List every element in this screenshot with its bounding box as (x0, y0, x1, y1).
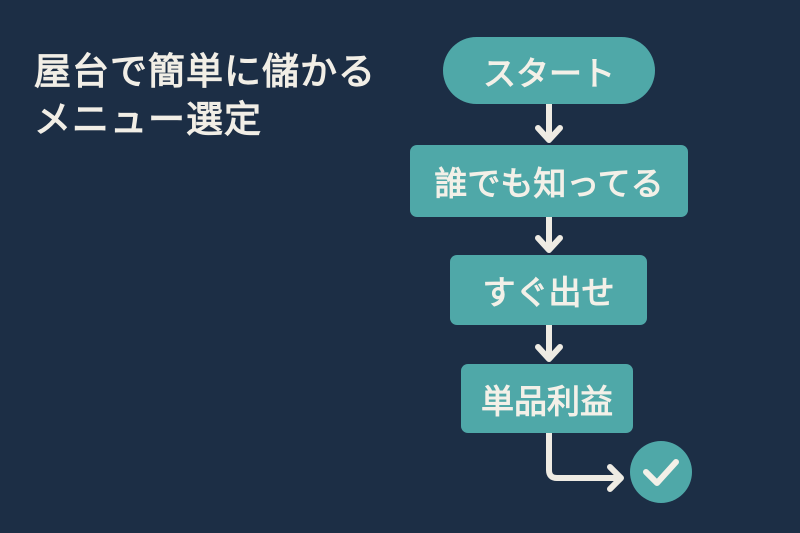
flow-node-unit-profit: 単品利益 (461, 364, 633, 433)
end-circle (630, 441, 692, 503)
node-label: 誰でも知ってる (434, 164, 664, 203)
arrow-3 (535, 322, 563, 362)
node-label: 単品利益 (481, 381, 613, 421)
arrow-1 (535, 101, 563, 143)
flow-node-quick-serve: すぐ出せ (450, 255, 647, 325)
flow-node-start: スタート (443, 37, 655, 104)
flow-node-well-known: 誰でも知ってる (410, 145, 688, 217)
node-label: スタート (483, 53, 615, 93)
title-line-2: メニュー選定 (34, 98, 262, 141)
check-icon (643, 459, 679, 486)
node-label: すぐ出せ (482, 273, 615, 312)
arrow-2 (535, 214, 563, 253)
arrow-4 (546, 430, 624, 492)
page-title: 屋台で簡単に儲かる メニュー選定 (34, 48, 376, 144)
title-line-1: 屋台で簡単に儲かる (34, 50, 376, 93)
